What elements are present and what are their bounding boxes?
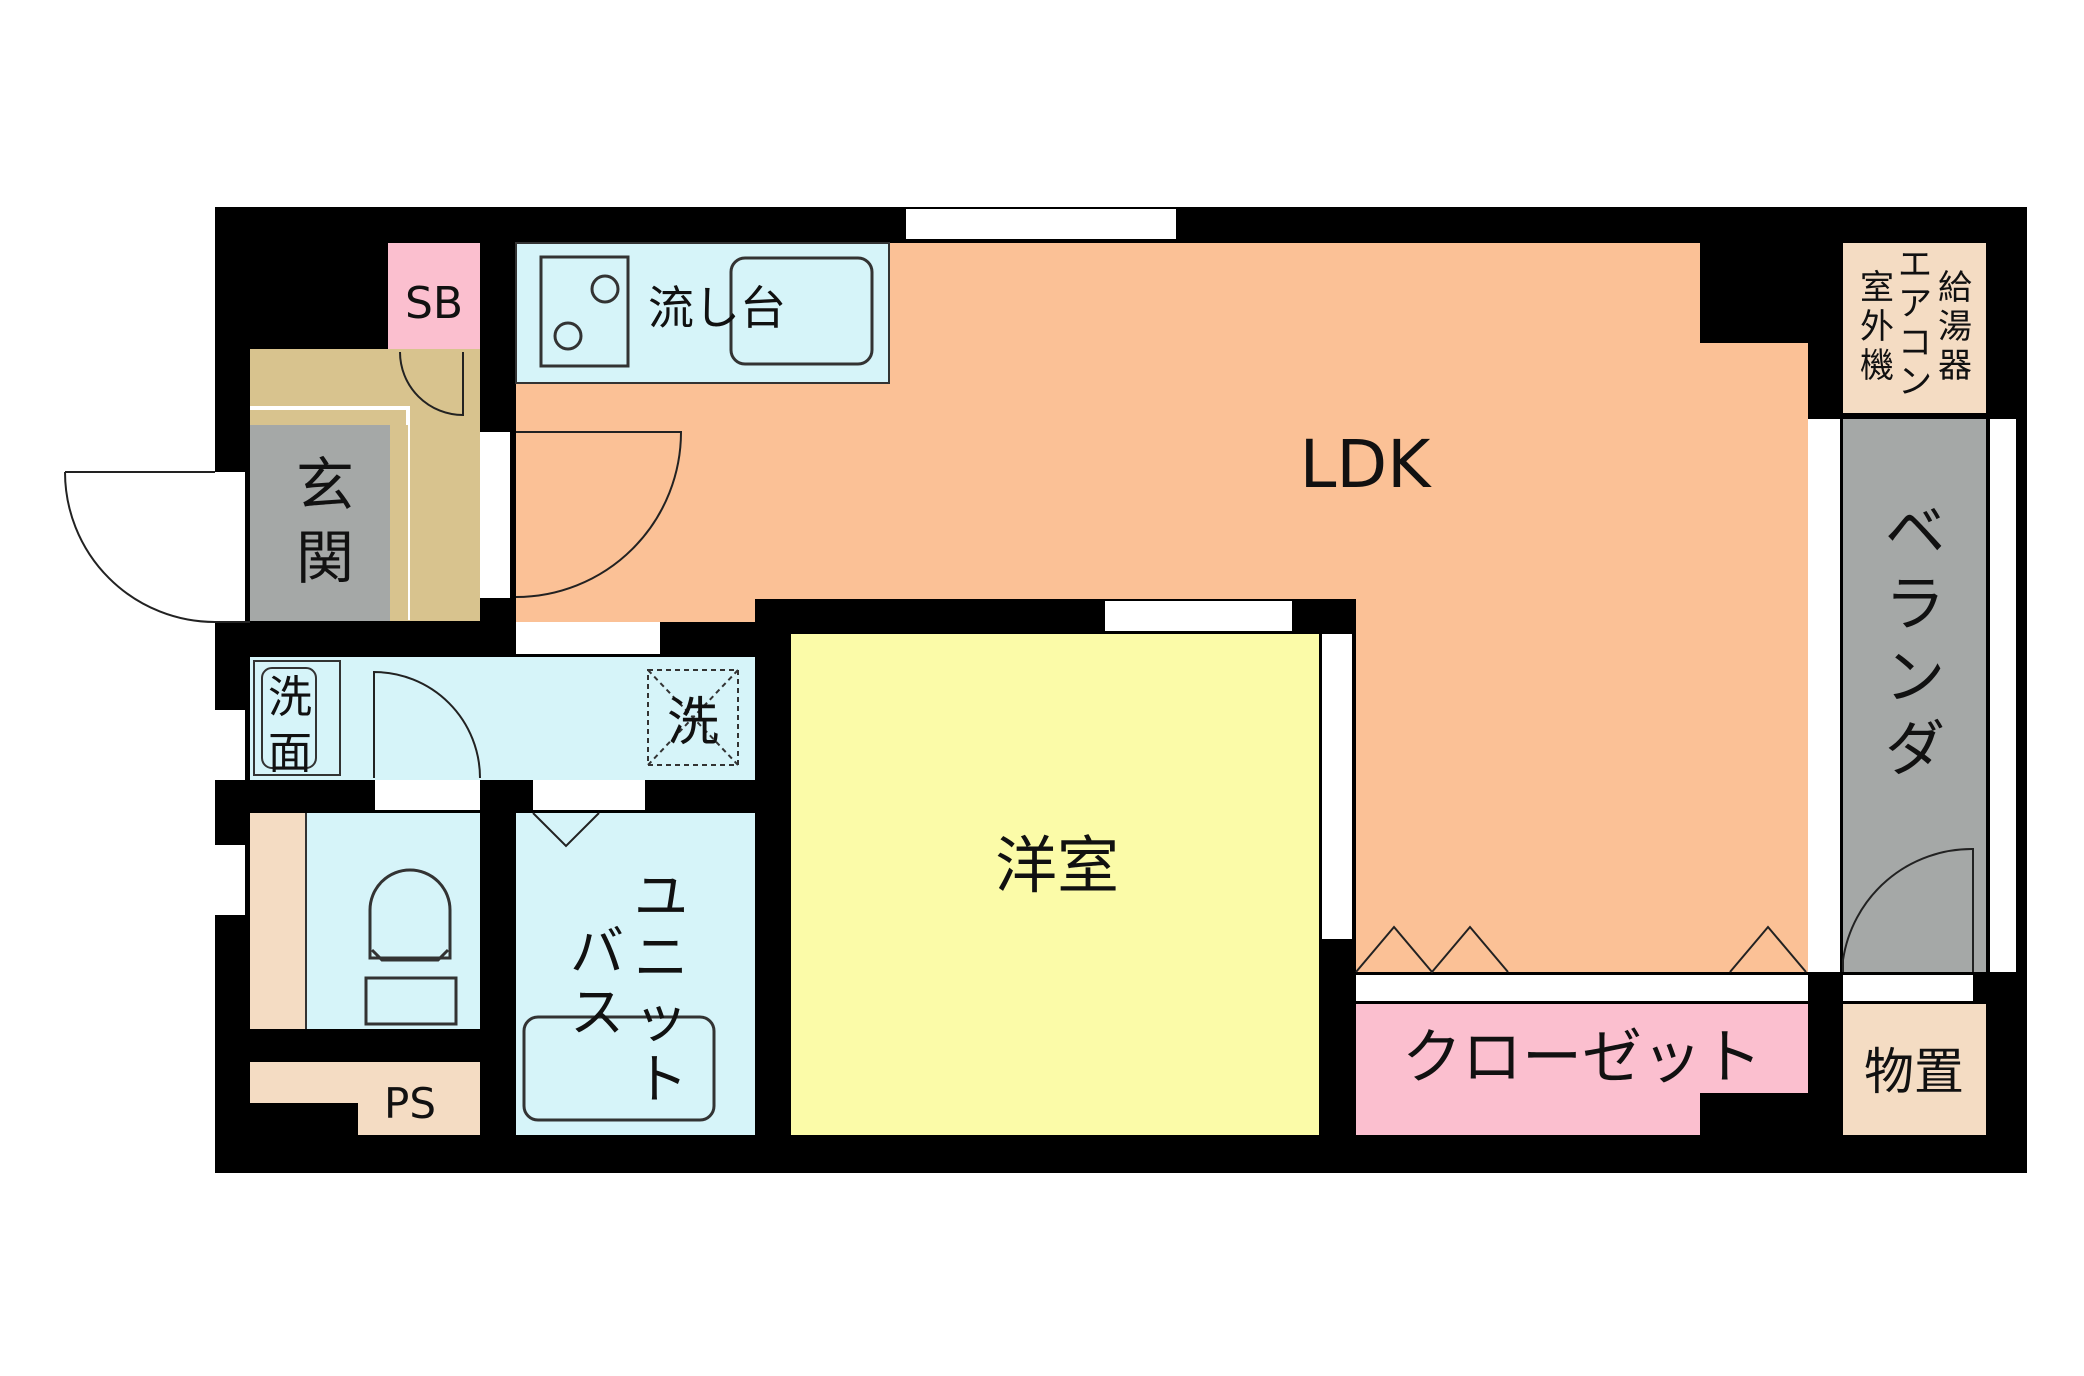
veranda-door-swing [1842, 847, 1974, 972]
wash-window [516, 622, 660, 654]
kitchen-stove [539, 255, 630, 368]
outdoor-unit-c2-2: ア [1898, 284, 1932, 324]
veranda-bottom-rail [1843, 975, 1973, 1001]
outdoor-unit-c1-2: 外 [1860, 307, 1894, 347]
outdoor-unit-c2-4: ン [1898, 362, 1932, 402]
bedroom [791, 634, 1319, 1135]
outdoor-unit-c3-1: 給 [1938, 268, 1972, 308]
unit-bath-label-2: ニ [634, 926, 688, 989]
toilet-window [215, 845, 245, 915]
veranda-label-2: ラ [1885, 570, 1945, 640]
closet-fold-door [1355, 925, 1509, 974]
unit-bath-label-4: ト [634, 1048, 688, 1111]
veranda-window [1808, 419, 1840, 972]
toilet-tank [364, 976, 458, 1026]
sb-box [388, 243, 480, 349]
bedroom-label: 洋室 [995, 829, 1119, 902]
bathtub [522, 1015, 716, 1122]
outdoor-unit-c3-2: 湯 [1938, 307, 1972, 347]
bedroom-window [1105, 601, 1292, 631]
closet-rail [1356, 975, 1808, 1001]
sb-door-swing [399, 351, 464, 417]
burner-icon [553, 321, 583, 351]
entrance-floor-edge [390, 425, 408, 621]
entry-door-gap [215, 472, 245, 622]
entrance-floor [250, 425, 390, 621]
washbasin-label-1: 洗 [268, 672, 312, 723]
toilet-bowl [368, 868, 452, 960]
bath-door-chevron [532, 812, 600, 848]
ldk-door-gap [480, 432, 510, 598]
washbasin-label-2: 面 [268, 728, 312, 779]
kitchen-counter [515, 242, 890, 384]
outdoor-unit-box [1843, 243, 1986, 413]
toilet-shelf [250, 813, 306, 1029]
washing-machine-label: 洗 [667, 693, 719, 753]
storage-label: 物置 [1864, 1043, 1964, 1101]
veranda-label-1: ベ [1885, 497, 1945, 567]
entrance-label-2: 関 [296, 524, 354, 592]
closet-fold-door-right [1729, 925, 1807, 973]
wash-door-swing [373, 670, 481, 779]
storage [1843, 1004, 1986, 1135]
outdoor-unit-c3-3: 器 [1938, 346, 1972, 386]
kitchen-counter-label: 流し台 [648, 281, 786, 335]
outdoor-unit-c2-1: エ [1898, 245, 1932, 285]
unit-bath-label-5: バ [570, 920, 624, 983]
ldk-label: LDK [1300, 426, 1433, 503]
wash-side-window [215, 710, 245, 780]
washbasin [253, 660, 341, 776]
veranda [1843, 419, 1986, 972]
toilet-seat [370, 948, 450, 962]
toilet-door-gap [375, 780, 480, 810]
entry-door-swing [64, 471, 216, 623]
burner-icon [590, 274, 620, 304]
ldk-floor [516, 243, 1808, 972]
bath-door-gap [533, 780, 645, 810]
washing-machine-diag [647, 669, 739, 766]
unit-bath-label-6: ス [570, 981, 624, 1044]
closet [1356, 1004, 1808, 1135]
bedroom-door-gap [1322, 634, 1352, 939]
sb-label: SB [405, 278, 463, 329]
unit-bath-label-3: ッ [634, 987, 688, 1050]
ps-label: PS [384, 1079, 436, 1128]
outdoor-unit-c2-3: コ [1898, 323, 1932, 363]
washbasin-inner [261, 667, 317, 769]
kitchen-sink [729, 256, 874, 366]
veranda-outer-rail [1990, 419, 2016, 972]
washing-machine-space [647, 669, 739, 766]
entrance-label-1: 玄 [296, 451, 354, 519]
outdoor-unit-c1-3: 機 [1860, 346, 1894, 386]
unit-bath-label-1: ユ [634, 865, 688, 928]
outdoor-unit-c1-1: 室 [1860, 268, 1894, 308]
closet-label: クローゼット [1402, 1023, 1762, 1093]
veranda-label-4: ダ [1885, 715, 1945, 785]
top-window [906, 209, 1176, 239]
ldk-door-swing [515, 431, 683, 598]
ps-box [250, 1062, 480, 1135]
wash-area [250, 657, 755, 780]
veranda-label-3: ン [1885, 643, 1945, 713]
